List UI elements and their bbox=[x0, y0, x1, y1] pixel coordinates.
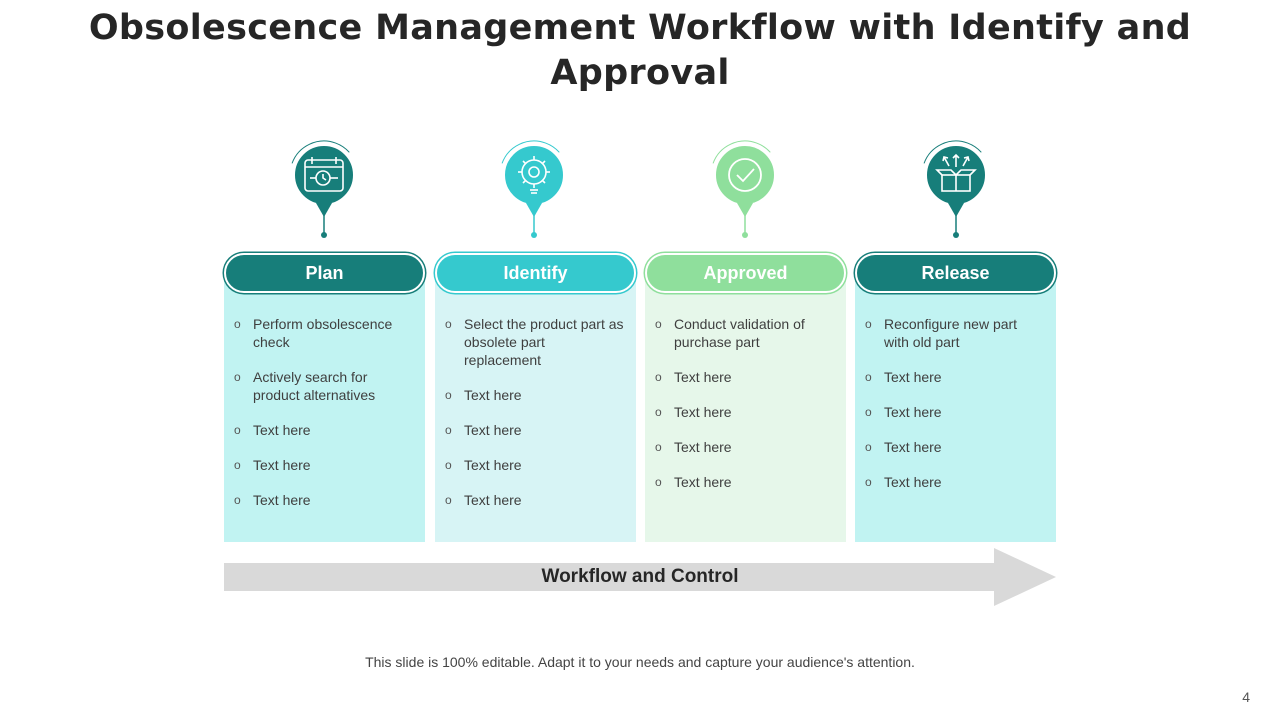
plan-pin-marker bbox=[286, 137, 362, 241]
bullet-icon: o bbox=[445, 317, 452, 331]
footnote: This slide is 100% editable. Adapt it to… bbox=[365, 654, 915, 670]
bullet-icon: o bbox=[655, 370, 662, 384]
identify-header: Identify bbox=[435, 253, 636, 293]
approved-header: Approved bbox=[645, 253, 846, 293]
bullet-icon: o bbox=[655, 440, 662, 454]
bullet-icon: o bbox=[445, 388, 452, 402]
release-header: Release bbox=[855, 253, 1056, 293]
checkmark-icon bbox=[728, 158, 762, 192]
bullet-icon: o bbox=[865, 317, 872, 331]
release-header-label: Release bbox=[921, 262, 990, 283]
bullet-icon: o bbox=[655, 475, 662, 489]
bullet-icon: o bbox=[865, 475, 872, 489]
bullet-icon: o bbox=[234, 493, 241, 507]
release-pin-marker bbox=[918, 137, 994, 241]
bullet-icon: o bbox=[865, 370, 872, 384]
approved-column-body bbox=[645, 273, 846, 542]
page-title: Obsolescence Management Workflow with Id… bbox=[88, 8, 1192, 93]
bullet-icon: o bbox=[655, 405, 662, 419]
bullet-icon: o bbox=[234, 317, 241, 331]
workflow-arrow bbox=[224, 548, 1056, 606]
bullet-icon: o bbox=[445, 493, 452, 507]
bullet-icon: o bbox=[655, 317, 662, 331]
plan-header-label: Plan bbox=[305, 262, 344, 283]
bullet-icon: o bbox=[865, 405, 872, 419]
page-number: 4 bbox=[1242, 689, 1250, 705]
identify-header-label: Identify bbox=[503, 262, 568, 283]
bullet-icon: o bbox=[445, 458, 452, 472]
plan-column-body bbox=[224, 273, 425, 542]
gear-lightbulb-icon bbox=[518, 156, 550, 194]
approved-header-label: Approved bbox=[703, 262, 788, 283]
calendar-clock-icon bbox=[304, 157, 344, 192]
bullet-icon: o bbox=[234, 458, 241, 472]
workflow-arrow-label: Workflow and Control bbox=[541, 566, 739, 587]
open-box-icon bbox=[935, 153, 977, 192]
bullet-icon: o bbox=[445, 423, 452, 437]
bullet-icon: o bbox=[865, 440, 872, 454]
plan-header: Plan bbox=[224, 253, 425, 293]
identify-pin-marker bbox=[496, 137, 572, 241]
identify-column-body bbox=[435, 273, 636, 542]
release-column-body bbox=[855, 273, 1056, 542]
bullet-icon: o bbox=[234, 423, 241, 437]
bullet-icon: o bbox=[234, 370, 241, 384]
approved-pin-marker bbox=[707, 137, 783, 241]
